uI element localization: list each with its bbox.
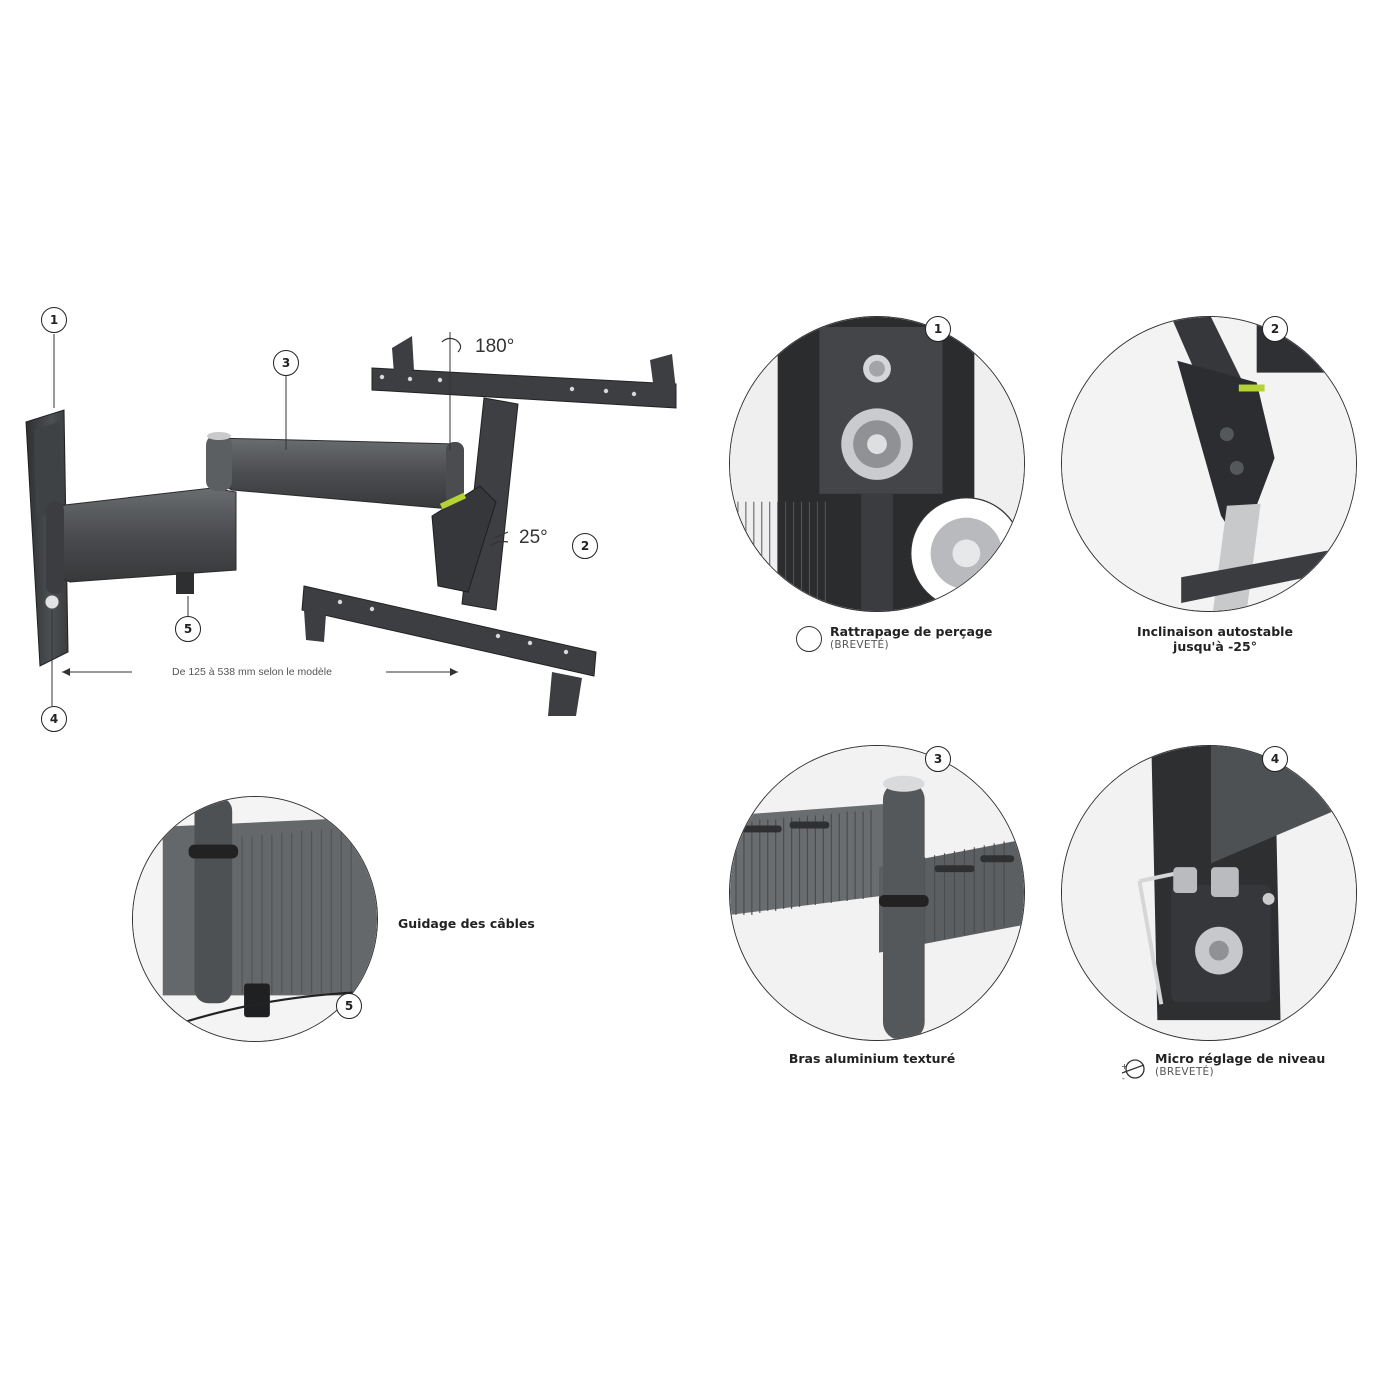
tilt-angle-label: 25°: [519, 527, 548, 548]
marker-5: 5: [175, 616, 201, 642]
marker-1: 1: [41, 307, 67, 333]
detail-3-textured-arm: [729, 745, 1025, 1041]
drill-offset-closeup: [730, 317, 1024, 611]
marker-3: 3: [273, 350, 299, 376]
rotation-angle-label: 180°: [475, 336, 515, 357]
tilt-closeup: [1062, 317, 1356, 611]
detail-1-number: 1: [925, 316, 951, 342]
detail-2-title-line2: jusqu'à -25°: [1173, 639, 1257, 654]
detail-4-note: (BREVETÉ): [1155, 1066, 1214, 1078]
detail-1-note: (BREVETÉ): [830, 639, 889, 651]
detail-2-tilt: [1061, 316, 1357, 612]
detail-4-caption: Micro réglage de niveau (BREVETÉ): [1155, 1051, 1325, 1078]
svg-text:-: -: [1122, 1074, 1125, 1083]
detail-4-number: 4: [1262, 746, 1288, 772]
drill-offset-icon: [796, 626, 822, 652]
main-product-diagram: [0, 280, 700, 740]
detail-5-caption: Guidage des câbles: [398, 916, 535, 931]
marker-4: 4: [41, 706, 67, 732]
detail-1-title: Rattrapage de perçage: [830, 624, 993, 639]
detail-3-caption: Bras aluminium texturé: [788, 1051, 956, 1066]
detail-2-caption: Inclinaison autostable jusqu'à -25°: [1120, 624, 1310, 654]
level-adjust-closeup: [1062, 746, 1356, 1040]
detail-1-caption: Rattrapage de perçage (BREVETÉ): [830, 624, 992, 651]
detail-1-drill-offset: [729, 316, 1025, 612]
textured-arm-closeup: [730, 746, 1024, 1040]
detail-5-number: 5: [336, 993, 362, 1019]
detail-3-number: 3: [925, 746, 951, 772]
tv-wall-mount-illustration: [25, 332, 677, 716]
dimension-label: De 125 à 538 mm selon le modèle: [172, 666, 332, 678]
detail-4-level-adjust: [1061, 745, 1357, 1041]
detail-4-title: Micro réglage de niveau: [1155, 1051, 1326, 1066]
marker-2: 2: [572, 533, 598, 559]
svg-text:+: +: [1121, 1062, 1128, 1071]
detail-2-title: Inclinaison autostable: [1137, 624, 1293, 639]
level-adjust-icon: +-: [1120, 1057, 1146, 1083]
detail-2-number: 2: [1262, 316, 1288, 342]
